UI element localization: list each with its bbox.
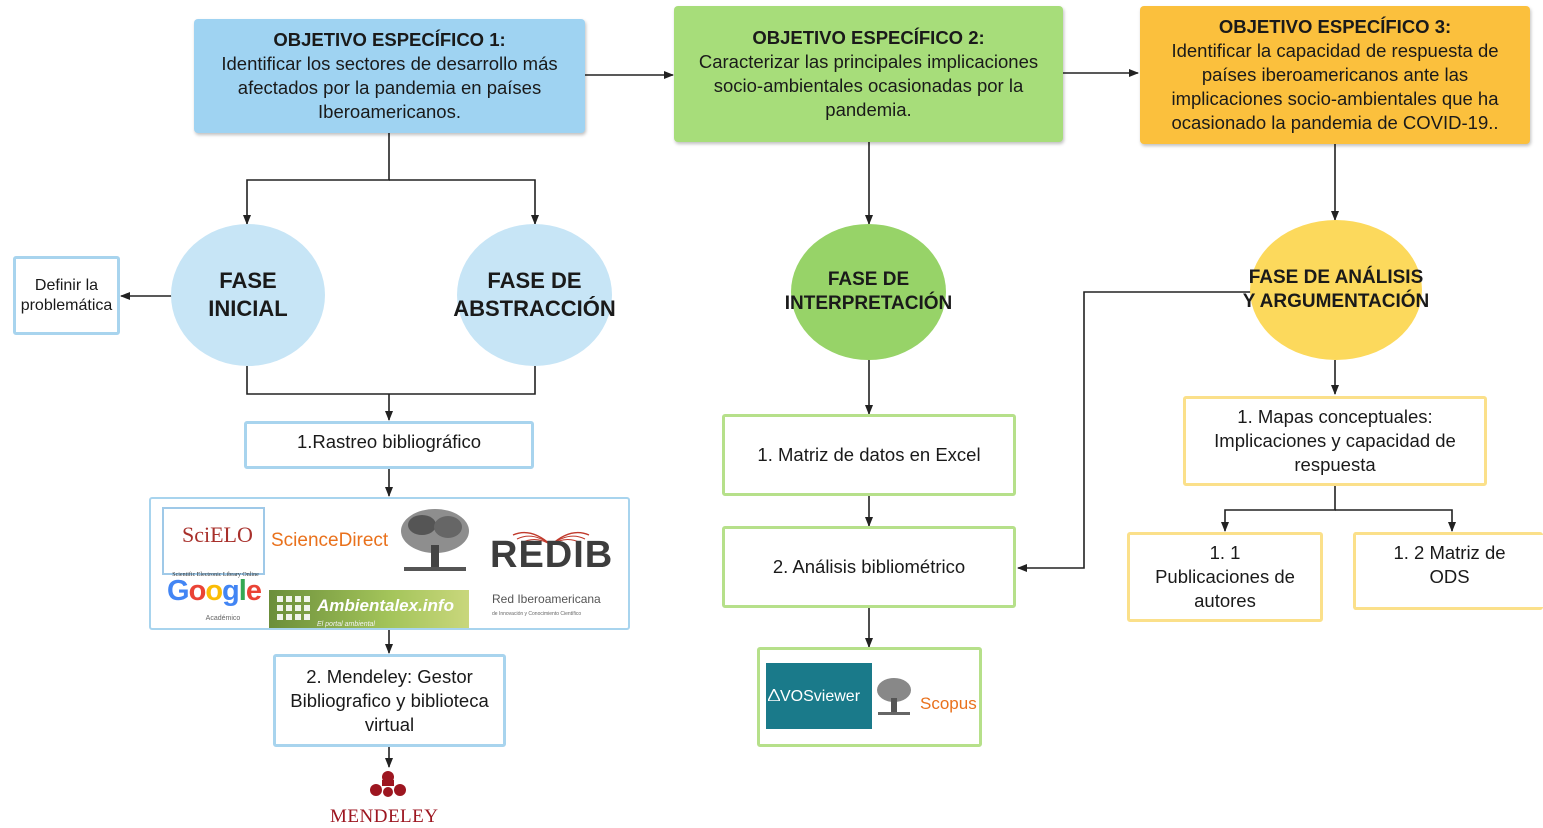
- step-definir: Definir la problemática: [13, 256, 120, 335]
- objective-3: OBJETIVO ESPECÍFICO 3: Identificar la ca…: [1140, 6, 1530, 144]
- databases-panel: SciELO Scientific Electronic Library Onl…: [149, 497, 630, 630]
- step-publicaciones-text: 1. 1 Publicaciones de autores: [1155, 542, 1295, 611]
- scopus-logo: Scopus: [874, 676, 980, 720]
- objective-1-text: Identificar los sectores de desarrollo m…: [221, 53, 558, 122]
- phase-analisis: FASE DE ANÁLISIS Y ARGUMENTACIÓN: [1243, 220, 1429, 360]
- google-academico-logo: Google Académico: [164, 575, 264, 622]
- objective-3-text: Identificar la capacidad de respuesta de…: [1171, 40, 1499, 133]
- ambientalex-logo-text: Ambientalex.info: [317, 596, 454, 615]
- objective-3-title: OBJETIVO ESPECÍFICO 3:: [1218, 16, 1452, 37]
- objective-1-title: OBJETIVO ESPECÍFICO 1:: [273, 29, 506, 50]
- step-matriz-excel-text: 1. Matriz de datos en Excel: [757, 444, 981, 465]
- step-definir-text: Definir la problemática: [20, 276, 113, 314]
- step-rastreo-text: 1.Rastreo bibliográfico: [296, 431, 482, 452]
- google-logo-text: Google: [167, 575, 262, 607]
- vosviewer-logo: VOSviewer: [766, 663, 872, 729]
- scielo-logo-subtitle: Scientific Electronic Library Online: [172, 572, 259, 578]
- redib-logo-subtitle: Red Iberoamericana: [492, 592, 601, 606]
- step-matriz-ods-text: 1. 2 Matriz de ODS: [1393, 542, 1506, 587]
- mendeley-icon: [370, 771, 406, 797]
- vosviewer-triangle-icon: [768, 689, 780, 701]
- phase-analisis-label: FASE DE ANÁLISIS Y ARGUMENTACIÓN: [1242, 267, 1430, 312]
- step-analisis-bibliometrico: 2. Análisis bibliométrico: [722, 526, 1016, 608]
- step-mapas-text: 1. Mapas conceptuales: Implicaciones y c…: [1214, 406, 1456, 475]
- sciencedirect-logo-text: ScienceDirect: [271, 530, 389, 551]
- tools-panel: VOSviewer Scopus: [757, 647, 982, 747]
- ambientalex-grid-icon: [277, 596, 310, 620]
- redib-book-icon: [512, 531, 590, 546]
- objective-2-title: OBJETIVO ESPECÍFICO 2:: [752, 27, 985, 48]
- scielo-logo: SciELO Scientific Electronic Library Onl…: [162, 507, 265, 578]
- phase-interpretacion-label: FASE DE INTERPRETACIÓN: [784, 269, 953, 314]
- scopus-logo-text: Scopus: [920, 694, 977, 713]
- arrow-phases-rastreo: [246, 366, 536, 420]
- arrow-obj1-fase-abstraccion: [389, 179, 539, 225]
- arrow-fase-analisis-analisis-biblio: [1017, 291, 1257, 572]
- google-logo-subtitle: Académico: [205, 615, 241, 622]
- step-matriz-ods: 1. 2 Matriz de ODS: [1353, 532, 1543, 610]
- ambientalex-logo-subtitle: El portal ambiental: [317, 621, 375, 628]
- step-matriz-excel: 1. Matriz de datos en Excel: [722, 414, 1016, 496]
- arrow-mapas-ods: [1335, 509, 1456, 532]
- scielo-logo-text: SciELO: [182, 522, 253, 547]
- phase-interpretacion: FASE DE INTERPRETACIÓN: [785, 224, 952, 360]
- objective-2: OBJETIVO ESPECÍFICO 2: Caracterizar las …: [674, 6, 1063, 142]
- step-mendeley: 2. Mendeley: Gestor Bibliografico y bibl…: [273, 654, 506, 747]
- mendeley-logo: MENDELEY: [324, 768, 454, 828]
- step-analisis-bibliometrico-text: 2. Análisis bibliométrico: [772, 556, 966, 577]
- ambientalex-logo: Ambientalex.info El portal ambiental: [269, 590, 469, 628]
- phase-abstraccion-label: FASE DE ABSTRACCIÓN: [453, 268, 616, 321]
- phase-inicial-label: FASE INICIAL: [208, 268, 288, 321]
- elsevier-logo: ELSEVIER: [396, 505, 474, 602]
- redib-logo-subtitle-2: de Innovación y Conocimiento Científico: [492, 611, 582, 617]
- objective-1: OBJETIVO ESPECÍFICO 1: Identificar los s…: [194, 19, 585, 133]
- phase-inicial: FASE INICIAL: [171, 224, 325, 366]
- arrow-obj1-fase-inicial: [243, 133, 390, 225]
- scopus-tree-icon: [877, 678, 911, 715]
- step-publicaciones: 1. 1 Publicaciones de autores: [1127, 532, 1323, 622]
- elsevier-tree-icon: [401, 509, 469, 571]
- step-mapas: 1. Mapas conceptuales: Implicaciones y c…: [1183, 396, 1487, 486]
- objective-2-text: Caracterizar las principales implicacion…: [698, 51, 1039, 120]
- step-mendeley-text: 2. Mendeley: Gestor Bibliografico y bibl…: [290, 665, 489, 735]
- mendeley-logo-text: MENDELEY: [330, 806, 439, 827]
- step-rastreo: 1.Rastreo bibliográfico: [244, 421, 534, 469]
- arrow-mapas-split: [1221, 486, 1336, 532]
- redib-logo: REDIB Red Iberoamericana de Innovación y…: [489, 521, 614, 621]
- phase-abstraccion: FASE DE ABSTRACCIÓN: [453, 224, 616, 366]
- vosviewer-logo-text: VOSviewer: [780, 688, 861, 705]
- redib-logo-text: REDIB: [490, 534, 614, 576]
